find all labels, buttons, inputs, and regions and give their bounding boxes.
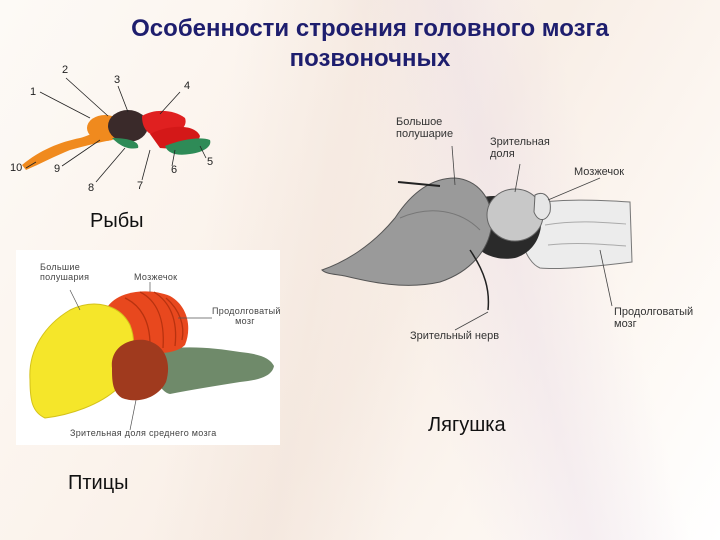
fish-number-2: 2 [62, 64, 69, 76]
bird-label-cerebellum: Мозжечок [134, 272, 178, 282]
fish-caption: Рыбы [90, 210, 144, 232]
frog-label-hemisphere: Большое полушарие [396, 116, 454, 140]
fish-olfactory-tract [22, 126, 112, 170]
fish-number-9: 9 [54, 163, 61, 175]
bird-label-optic-lobe: Зрительная доля среднего мозга [70, 428, 217, 438]
fish-hypothalamus [112, 138, 139, 149]
title-line-2: позвоночных [289, 45, 451, 72]
fish-number-5: 5 [207, 156, 214, 168]
frog-label-optic-lobe: Зрительная доля [490, 136, 550, 160]
bird-medulla [155, 347, 274, 394]
bird-caption: Птицы [68, 472, 129, 494]
frog-label-optic-nerve: Зрительный нерв [410, 330, 500, 342]
bird-optic-lobe [111, 339, 169, 401]
frog-hemisphere [321, 177, 493, 286]
fish-medulla [165, 138, 211, 155]
frog-cerebellum [533, 193, 551, 220]
bird-label-hemispheres: Большие полушария [40, 262, 90, 282]
fish-number-10: 10 [10, 162, 23, 174]
fish-number-7: 7 [137, 180, 144, 192]
bird-label-medulla: Продолговатый мозг [212, 306, 281, 326]
frog-label-cerebellum: Мозжечок [574, 166, 625, 178]
fish-number-4: 4 [184, 80, 191, 92]
frog-caption: Лягушка [428, 414, 506, 436]
frog-optic-nerve [469, 249, 490, 311]
fish-number-3: 3 [114, 74, 121, 86]
title-line-1: Особенности строения головного мозга [131, 15, 609, 42]
page-title: Особенности строения головного мозга поз… [70, 14, 670, 74]
fish-forebrain [108, 110, 148, 142]
fish-number-6: 6 [171, 164, 178, 176]
frog-label-medulla: Продолговатый мозг [614, 306, 694, 330]
fish-number-1: 1 [30, 86, 37, 98]
fish-number-8: 8 [88, 182, 95, 194]
